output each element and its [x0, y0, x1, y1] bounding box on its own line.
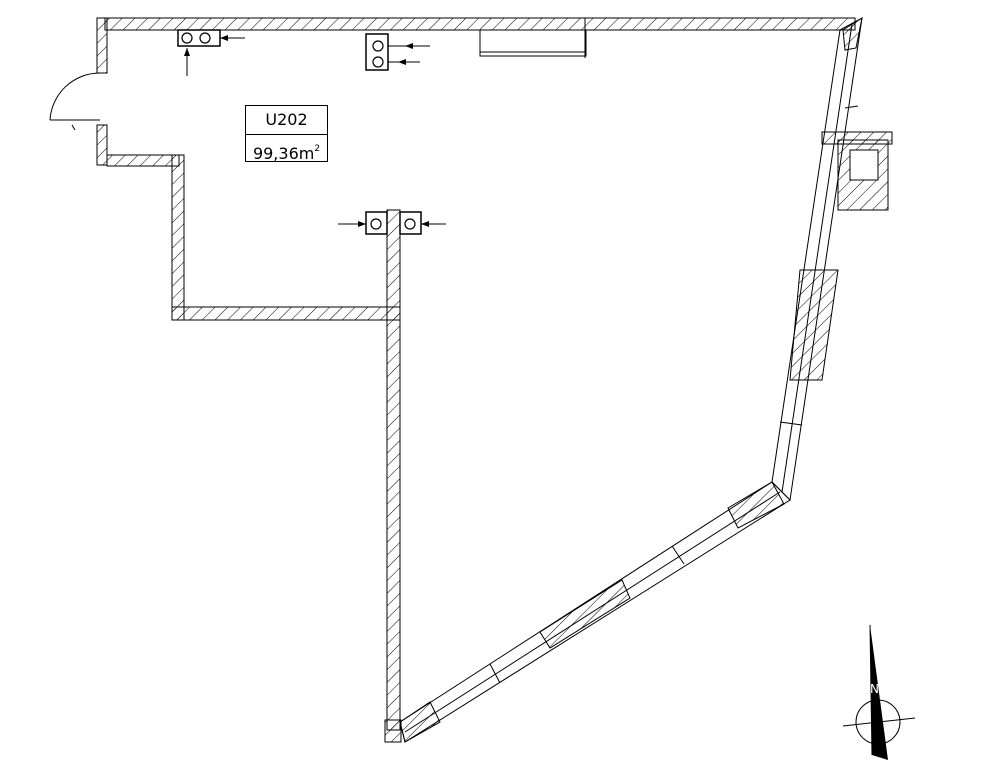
wall-inner-step [106, 154, 401, 321]
room-id: U202 [246, 106, 327, 135]
radiator-center [338, 211, 446, 235]
radiator-top-left [177, 29, 245, 76]
wall-left [96, 17, 108, 166]
wall-top [104, 17, 856, 58]
wall-partition-vertical [384, 209, 402, 743]
wall-facade-right [771, 16, 863, 502]
room-area: 99,36m2 [246, 134, 327, 163]
compass-north-letter: N [870, 682, 879, 696]
compass-icon [842, 624, 916, 760]
facade-pier [821, 105, 893, 211]
wall-facade-bottom [399, 481, 791, 743]
entrance-door [49, 72, 101, 131]
room-area-value: 99,36m [252, 144, 315, 163]
radiator-top-middle [365, 33, 430, 71]
room-label: U202 99,36m2 [245, 105, 328, 163]
room-area-exponent: 2 [314, 144, 321, 154]
